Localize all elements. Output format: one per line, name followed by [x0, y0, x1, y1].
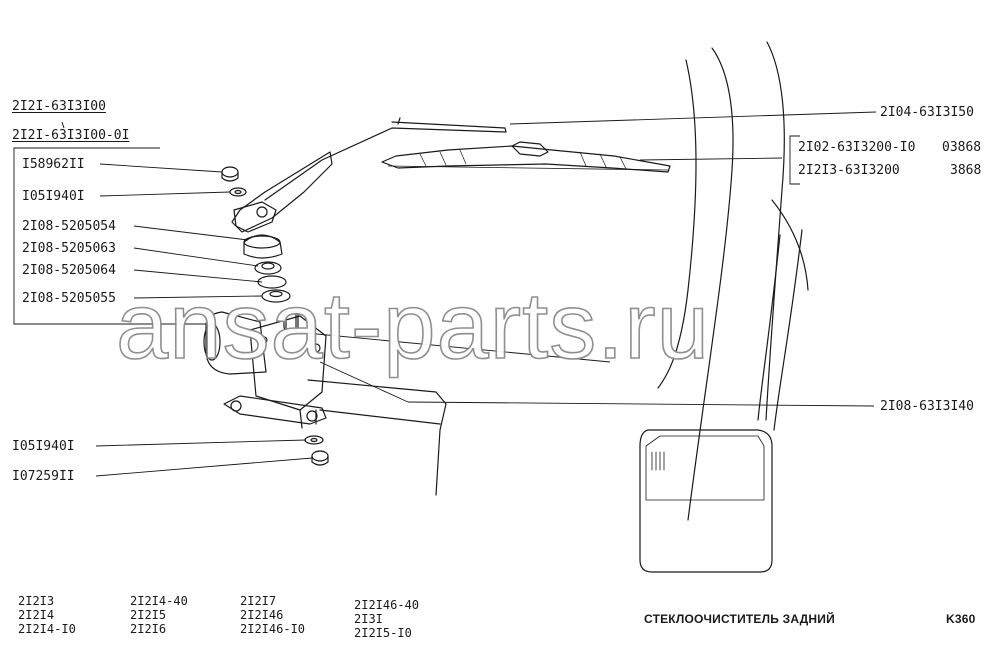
- model-code: 2I2I4-40: [130, 594, 188, 608]
- leader-line: [133, 225, 249, 241]
- model-code: 2I2I4-I0: [18, 622, 76, 636]
- body-frame-line: [307, 379, 447, 496]
- assembly-number-primary: 2I2I-63I3I00: [12, 99, 106, 114]
- washer: [229, 187, 247, 197]
- model-code: 2I2I7: [240, 594, 277, 608]
- motor-body: [205, 311, 267, 375]
- leader-line: [133, 269, 263, 283]
- assembly-bracket: [13, 147, 206, 325]
- leader-line: [95, 439, 307, 447]
- callout-blade-1-ref: 03868: [942, 140, 982, 155]
- wiper-blade: [387, 165, 669, 171]
- blade-bracket: [789, 135, 800, 185]
- leader-line: [133, 247, 259, 267]
- callout-label: 2I08-5205054: [22, 219, 116, 234]
- leader-line: [295, 331, 611, 363]
- model-column: 2I2I4-40 2I2I5 2I2I6: [130, 594, 188, 636]
- leader-line: [99, 163, 223, 173]
- callout-label: I05I940I: [12, 439, 75, 454]
- model-column: 2I2I7 2I2I46 2I2I46-I0: [240, 594, 305, 636]
- washer: [304, 435, 324, 445]
- model-code: 2I2I5: [130, 608, 167, 622]
- wiper-blade: [381, 145, 671, 173]
- model-column: 2I2I3 2I2I4 2I2I4-I0: [18, 594, 76, 636]
- body-frame-line: [657, 59, 697, 389]
- model-code: 2I3I: [354, 612, 383, 626]
- wiper-arm-body: [231, 151, 333, 233]
- callout-label: 2I08-5205055: [22, 291, 116, 306]
- model-code: 2I2I46-40: [354, 598, 420, 612]
- nut: [311, 450, 329, 462]
- body-frame-line: [757, 234, 781, 421]
- callout-label: I58962II: [22, 157, 85, 172]
- callout-motor: 2I08-63I3I40: [880, 399, 974, 414]
- body-frame-line: [773, 229, 803, 431]
- model-code: 2I2I6: [130, 622, 167, 636]
- watermark: ansat-parts.ru: [115, 273, 710, 378]
- body-frame-line: [687, 47, 734, 521]
- leader-line: [319, 361, 409, 403]
- wiper-arm: [264, 121, 507, 201]
- callout-blade-1: 2I02-63I3200-I0: [798, 140, 916, 155]
- leader-line: [133, 295, 263, 299]
- nut: [221, 166, 239, 178]
- callout-label: I05I940I: [22, 189, 85, 204]
- callout-label: 2I08-5205064: [22, 263, 116, 278]
- model-code: 2I2I46-I0: [240, 622, 306, 636]
- body-frame-line: [765, 41, 785, 421]
- model-column: 2I2I46-40 2I3I 2I2I5-I0: [354, 598, 419, 640]
- diagram-caption: СТЕКЛООЧИСТИТЕЛЬ ЗАДНИЙ: [644, 612, 835, 626]
- callout-label: I07259II: [12, 469, 75, 484]
- wiper-arm-head: [233, 201, 277, 233]
- callout-blade-2-ref: 3868: [950, 163, 982, 178]
- rear-light-outline: [645, 435, 765, 501]
- model-code: 2I2I46: [240, 608, 284, 622]
- wiper-blade-clip: [511, 141, 549, 157]
- body-frame-line: [319, 409, 441, 425]
- leader-line: [509, 111, 877, 125]
- wiper-arm: [397, 117, 401, 125]
- leader-line: [639, 157, 783, 161]
- callout-arm: 2I04-63I3I50: [880, 105, 974, 120]
- model-code: 2I2I4: [18, 608, 55, 622]
- leader-line: [99, 191, 231, 197]
- rear-light-outline: [639, 429, 773, 573]
- assembly-number-alternate: 2I2I-63I3I00-0I: [12, 128, 130, 143]
- motor-gearbox: [249, 315, 327, 411]
- model-code: 2I2I5-I0: [354, 626, 412, 640]
- callout-blade-2: 2I2I3-63I3200: [798, 163, 900, 178]
- body-frame-line: [771, 199, 809, 291]
- leader-line: [95, 457, 313, 477]
- motor-bracket: [223, 395, 327, 425]
- callout-label: 2I08-5205063: [22, 241, 116, 256]
- model-code: 2I2I3: [18, 594, 55, 608]
- leader-line: [407, 401, 875, 407]
- seal-ring: [254, 261, 282, 275]
- page-code: K360: [946, 612, 976, 626]
